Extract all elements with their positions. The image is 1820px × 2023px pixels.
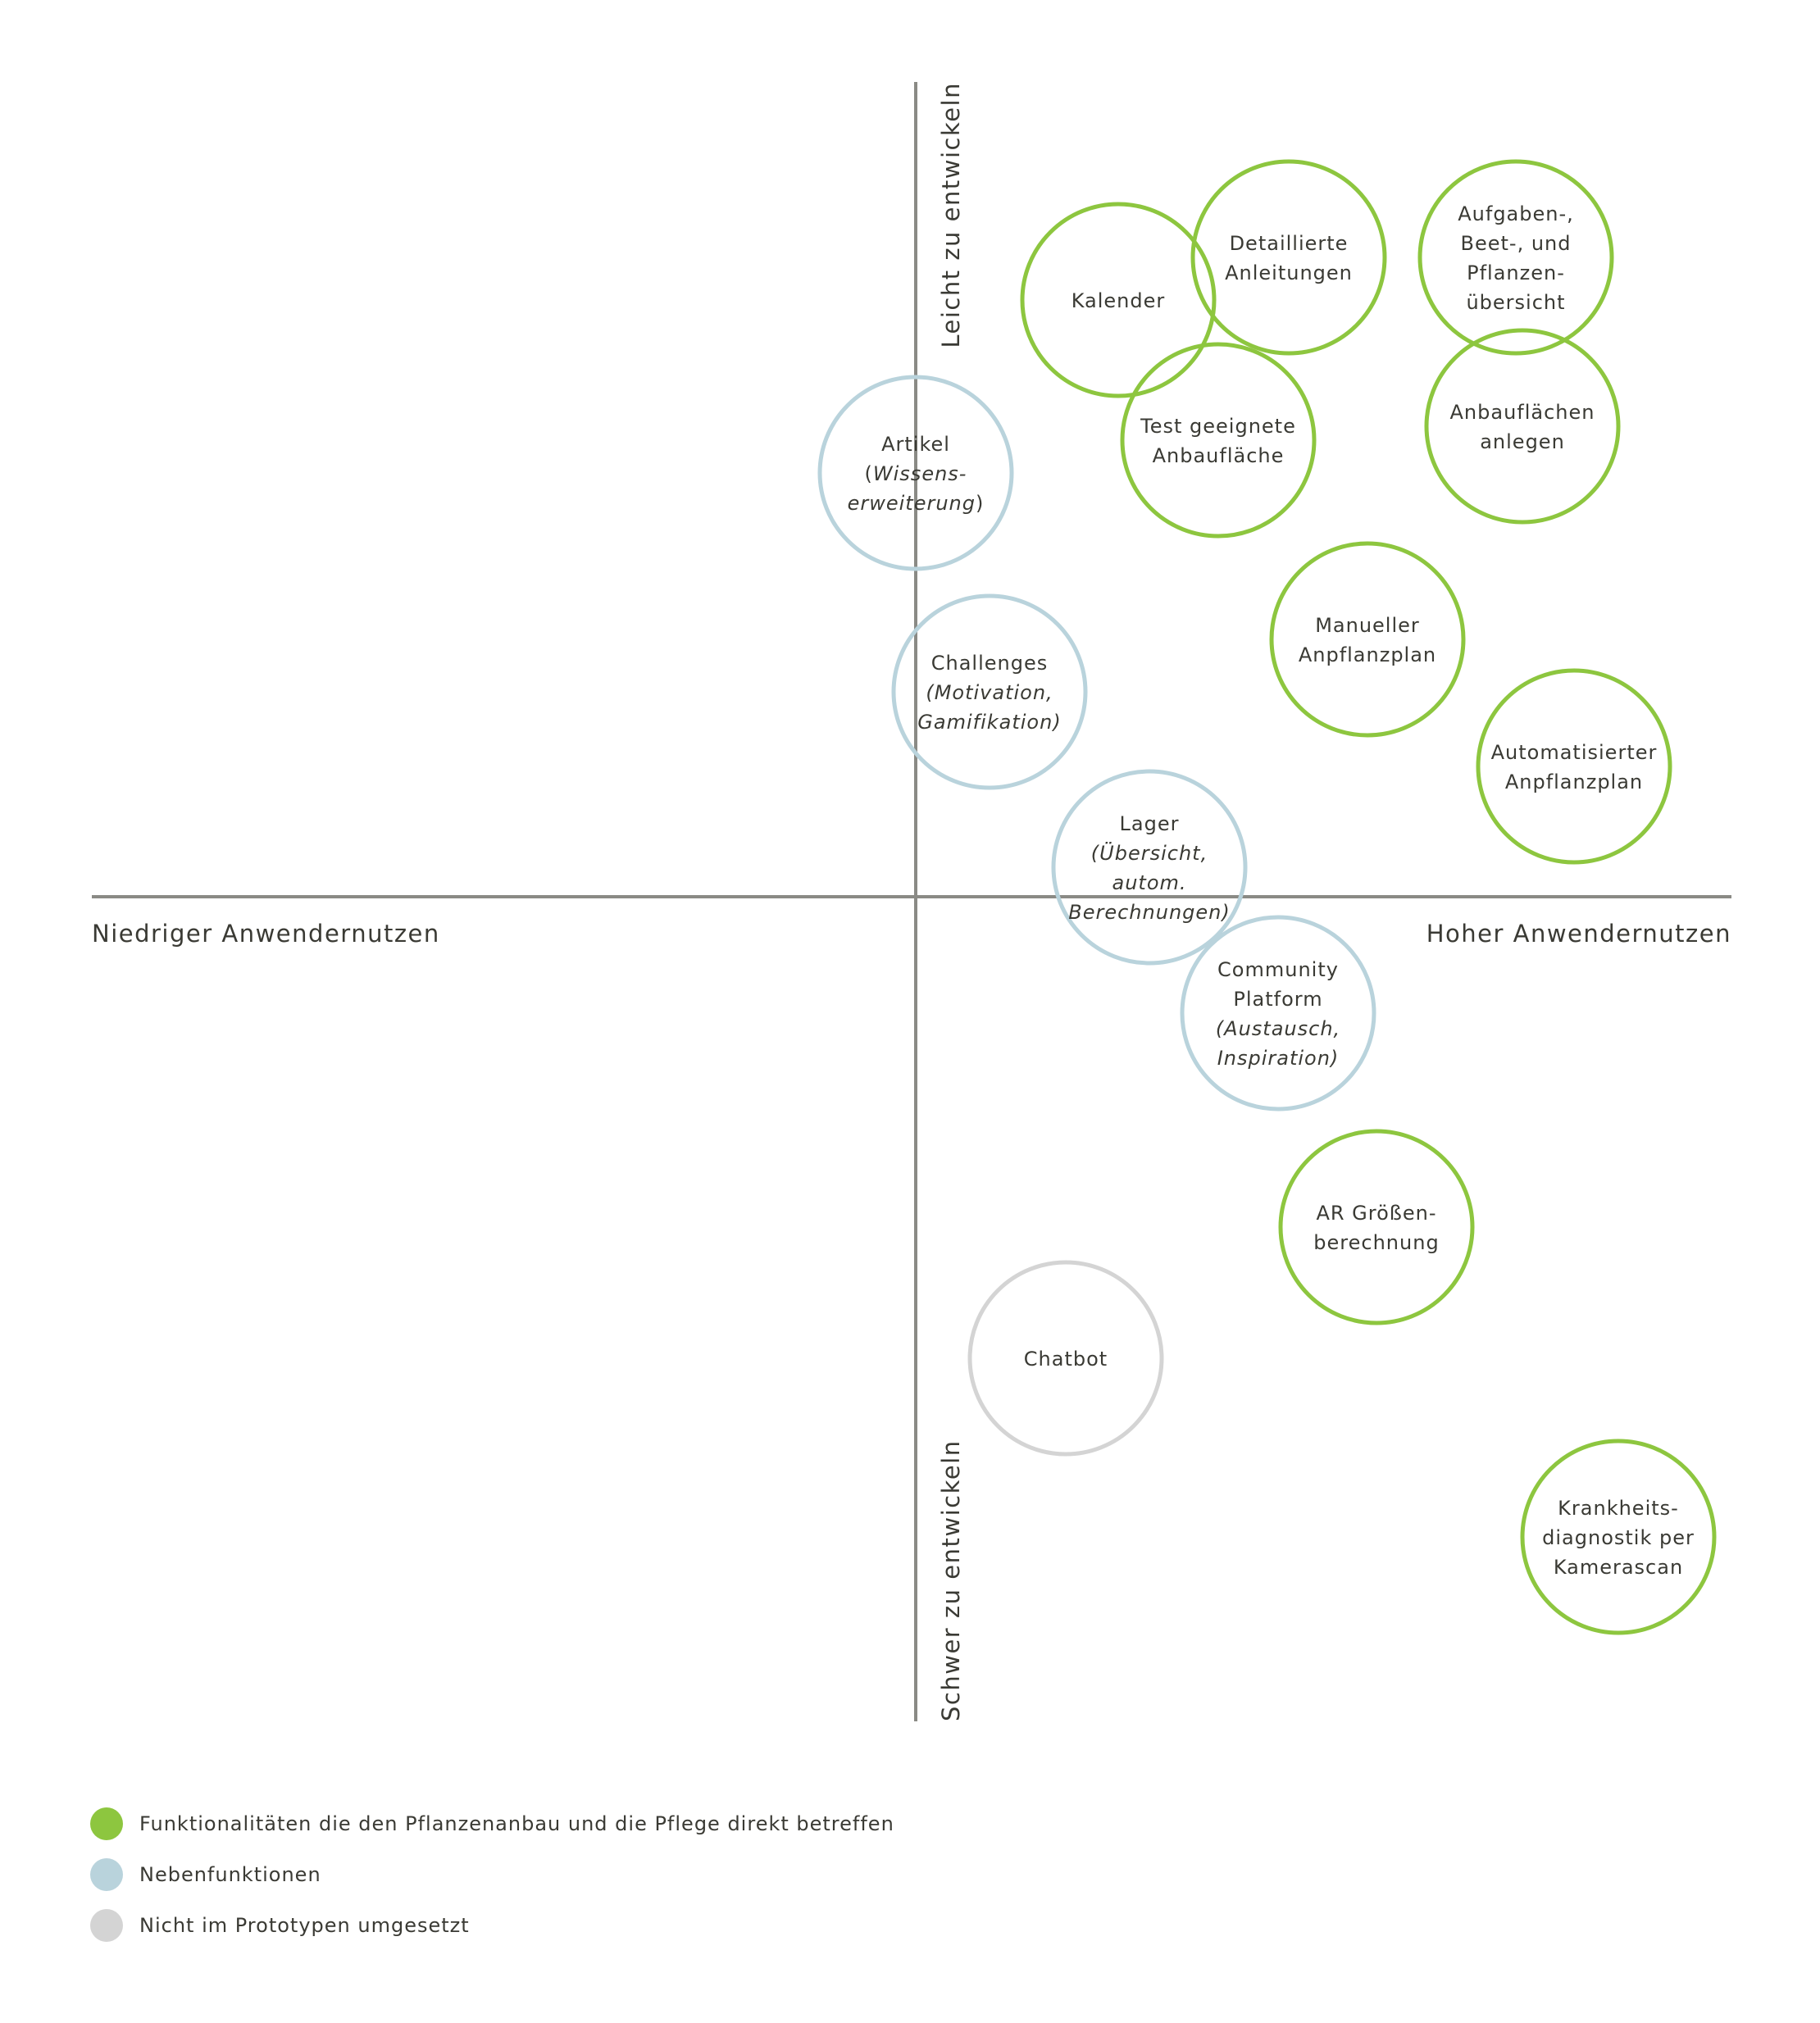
- legend-label: Funktionalitäten die den Pflanzenanbau u…: [139, 1812, 894, 1835]
- legend: Funktionalitäten die den Pflanzenanbau u…: [90, 1807, 894, 1960]
- bubble-label-line: Anleitungen: [1225, 261, 1353, 284]
- bubble-circle: [1269, 541, 1466, 738]
- bubble-label-line: Challenges: [931, 652, 1049, 675]
- bubble-label-line: Platform: [1233, 988, 1322, 1011]
- bubble-label-line: Anbauflächen: [1450, 401, 1595, 424]
- bubble-label-line: (Motivation,: [926, 681, 1053, 704]
- bubble-circle: [1120, 342, 1317, 539]
- bubble-label-line: Community: [1217, 958, 1339, 981]
- bubble-label-line: Automatisierter: [1491, 741, 1658, 764]
- bubble-circle: [1520, 1439, 1717, 1635]
- legend-dot-green: [90, 1807, 123, 1840]
- bubble-label-line: anlegen: [1480, 430, 1565, 453]
- axis-label-left: Niedriger Anwendernutzen: [92, 920, 440, 948]
- bubble-label-line: übersicht: [1466, 291, 1565, 314]
- bubble-label-line: Kalender: [1072, 289, 1166, 312]
- axis-label-bottom: Schwer zu entwickeln: [937, 1439, 965, 1721]
- bubble-label-line: Krankheits-: [1558, 1497, 1679, 1520]
- bubble-label-line: Berechnungen): [1068, 901, 1230, 924]
- feature-bubbles: KalenderDetaillierteAnleitungenAufgaben-…: [817, 159, 1717, 1635]
- bubble-label-line: berechnung: [1313, 1231, 1439, 1254]
- bubble-circle: [1190, 159, 1387, 356]
- bubble-label-line: Manueller: [1315, 614, 1420, 637]
- legend-item-secondary: Nebenfunktionen: [90, 1858, 894, 1891]
- bubble-circle: [1051, 769, 1248, 966]
- bubble-label-line: (Übersicht,: [1091, 841, 1208, 865]
- bubble-label-line: erweiterung): [848, 492, 985, 515]
- bubble-label-line: Lager: [1120, 812, 1180, 835]
- bubble-label-line: Chatbot: [1024, 1348, 1108, 1371]
- bubble-label-line: Anpflanzplan: [1299, 643, 1436, 666]
- bubble-circle: [1278, 1129, 1475, 1325]
- bubble-label-line: Anpflanzplan: [1505, 771, 1643, 793]
- legend-label: Nebenfunktionen: [139, 1863, 321, 1886]
- bubble-artikel: Artikel (Wissens-erweiterung): [817, 375, 1014, 571]
- bubble-label-line: Anbaufläche: [1153, 444, 1285, 467]
- bubble-label-line: AR Größen-: [1316, 1202, 1436, 1225]
- legend-item-not-implemented: Nicht im Prototypen umgesetzt: [90, 1909, 894, 1942]
- legend-dot-blue: [90, 1858, 123, 1891]
- bubble-circle: [1417, 159, 1614, 356]
- legend-dot-grey: [90, 1909, 123, 1942]
- bubble-circle: [1020, 202, 1217, 398]
- bubble-label-line: Detaillierte: [1230, 232, 1349, 255]
- bubble-label-line: Pflanzen-: [1467, 261, 1565, 284]
- axis-label-right: Hoher Anwendernutzen: [1426, 920, 1731, 948]
- bubble-label-line: (Austausch,: [1216, 1017, 1340, 1040]
- bubble-label-line: autom.: [1112, 871, 1186, 894]
- bubble-anbauflaechen-anlegen: Anbauflächen anlegen: [1424, 328, 1621, 525]
- bubble-label-line: Kamerascan: [1554, 1556, 1683, 1579]
- bubble-label-line: diagnostik per: [1542, 1526, 1695, 1549]
- bubble-ar-groessenberechnung: AR Größen-berechnung: [1278, 1129, 1475, 1325]
- bubble-lager: Lager (Übersicht, autom. Berechnungen): [1051, 769, 1248, 966]
- bubble-kalender: Kalender: [1020, 202, 1217, 398]
- legend-label: Nicht im Prototypen umgesetzt: [139, 1914, 470, 1937]
- bubble-challenges: Challenges (Motivation, Gamifikation): [891, 593, 1088, 790]
- bubble-label-line: Inspiration): [1217, 1047, 1340, 1070]
- bubble-label-line: Aufgaben-,: [1458, 202, 1574, 225]
- legend-item-primary: Funktionalitäten die den Pflanzenanbau u…: [90, 1807, 894, 1840]
- bubble-circle: [967, 1260, 1164, 1457]
- bubble-circle: [1424, 328, 1621, 525]
- bubble-circle: [891, 593, 1088, 790]
- bubble-label-line: (Wissens-: [865, 462, 967, 485]
- bubble-circle: [1476, 668, 1672, 865]
- axis-label-top: Leicht zu entwickeln: [937, 82, 965, 348]
- bubble-label-line: Artikel: [881, 433, 950, 456]
- bubble-circle: [817, 375, 1014, 571]
- bubble-label-line: Gamifikation): [917, 711, 1061, 734]
- bubble-label-line: Beet-, und: [1461, 232, 1572, 255]
- bubble-label-line: Test geeignete: [1140, 415, 1296, 438]
- bubble-circle: [1180, 915, 1376, 1112]
- bubble-chatbot: Chatbot: [967, 1260, 1164, 1457]
